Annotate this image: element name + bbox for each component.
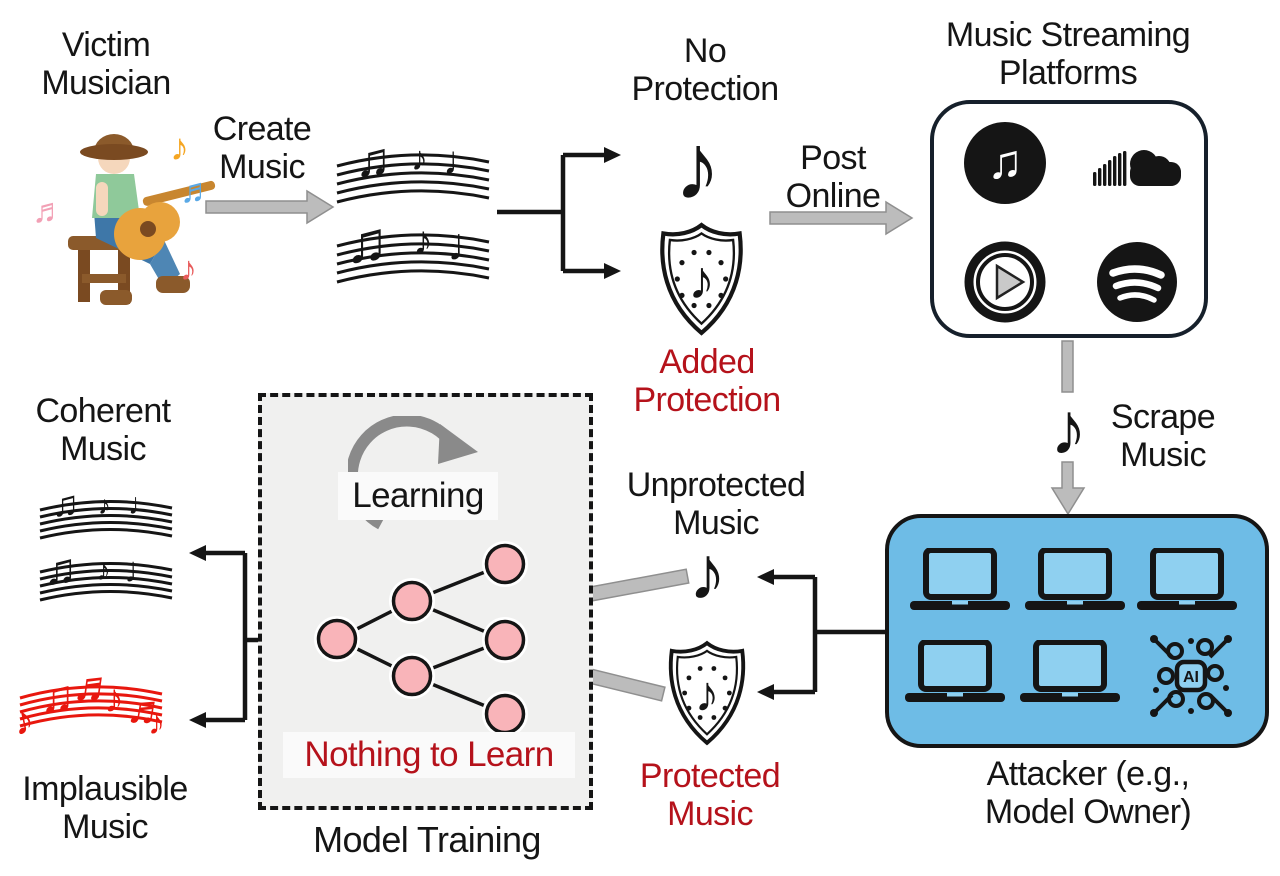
svg-text:♪: ♪ bbox=[695, 666, 720, 722]
nothing-to-learn-label: Nothing to Learn bbox=[304, 735, 554, 775]
ai-chip-icon: AI bbox=[1150, 635, 1232, 717]
svg-text:♬: ♬ bbox=[124, 683, 170, 737]
implausible-sheet-music-icon: ♪ ♫ ♬ ♪ ♬ ♪ bbox=[14, 660, 170, 745]
create-music-arrow bbox=[205, 189, 335, 225]
svg-text:AI: AI bbox=[1183, 669, 1199, 686]
scrape-arrow-lower bbox=[1050, 461, 1086, 516]
svg-text:♩: ♩ bbox=[443, 139, 483, 183]
svg-text:♪: ♪ bbox=[98, 490, 111, 520]
spotify-icon bbox=[1097, 242, 1177, 322]
svg-text:♬: ♬ bbox=[70, 660, 120, 715]
added-protection-label: Added Protection bbox=[633, 343, 781, 420]
protected-shield-mid-icon: ♪ bbox=[668, 640, 746, 746]
apple-music-icon: ♫ bbox=[964, 122, 1046, 204]
no-protection-label: No Protection bbox=[631, 32, 779, 109]
svg-text:♬: ♬ bbox=[180, 172, 214, 210]
svg-text:♪: ♪ bbox=[170, 127, 189, 169]
model-training-label: Model Training bbox=[313, 819, 541, 860]
implausible-music-label: Implausible Music bbox=[22, 770, 188, 847]
laptop-icon bbox=[1137, 548, 1237, 610]
unprotected-note-mid-icon: ♪ bbox=[688, 531, 727, 616]
scrape-note-icon: ♪ bbox=[1050, 387, 1087, 470]
svg-text:♩: ♩ bbox=[447, 218, 493, 270]
apple-music-note: ♫ bbox=[987, 136, 1023, 189]
play-music-icon bbox=[964, 241, 1046, 323]
created-sheet-music-icon: ♫ ♪ ♩ ♫ ♪ ♩ bbox=[336, 134, 493, 284]
victim-musician-label: Victim Musician bbox=[41, 26, 171, 103]
svg-text:♪: ♪ bbox=[104, 677, 124, 721]
svg-text:♪: ♪ bbox=[411, 140, 428, 178]
scrape-music-label: Scrape Music bbox=[1110, 398, 1216, 475]
svg-text:♫: ♫ bbox=[44, 545, 77, 594]
svg-text:♬: ♬ bbox=[32, 192, 66, 230]
svg-text:♪: ♪ bbox=[688, 251, 715, 311]
laptop-icon bbox=[1025, 548, 1125, 610]
svg-text:♩: ♩ bbox=[124, 549, 160, 590]
platforms-box: ♫ bbox=[930, 100, 1208, 338]
protection-shield-icon: ♪ bbox=[660, 222, 743, 336]
svg-text:♫: ♫ bbox=[52, 484, 79, 524]
protected-music-label: Protected Music bbox=[639, 757, 781, 834]
musician-icon: ♬ ♪ ♬ ♪ bbox=[32, 127, 216, 305]
post-online-arrow bbox=[769, 200, 914, 236]
laptop-icon bbox=[910, 548, 1010, 610]
svg-text:♪: ♪ bbox=[148, 704, 165, 742]
coherent-music-label: Coherent Music bbox=[35, 392, 171, 469]
svg-text:♪: ♪ bbox=[413, 219, 433, 263]
attacker-label: Attacker (e.g., Model Owner) bbox=[984, 755, 1192, 832]
svg-text:♫: ♫ bbox=[345, 210, 389, 275]
coherent-sheet-music-icon: ♫ ♪ ♩ ♫ ♪ ♩ bbox=[39, 484, 173, 602]
laptop-icon bbox=[905, 640, 1005, 702]
scrape-arrow-upper bbox=[1061, 340, 1074, 393]
unprotected-note-icon: ♪ bbox=[674, 114, 721, 219]
laptop-icon bbox=[1020, 640, 1120, 702]
learning-band: Learning bbox=[338, 472, 498, 520]
create-music-label: Create Music bbox=[212, 110, 312, 187]
post-online-label: Post Online bbox=[785, 139, 881, 216]
neural-network-icon bbox=[314, 541, 528, 737]
svg-text:♫: ♫ bbox=[40, 670, 75, 722]
soundcloud-icon bbox=[1093, 150, 1181, 186]
platforms-title: Music Streaming Platforms bbox=[945, 16, 1191, 93]
nothing-to-learn-band: Nothing to Learn bbox=[283, 732, 575, 778]
attacker-split-connector bbox=[757, 569, 886, 700]
svg-text:♩: ♩ bbox=[128, 488, 158, 521]
svg-text:♪: ♪ bbox=[180, 250, 197, 288]
learning-label: Learning bbox=[352, 476, 484, 516]
svg-text:♫: ♫ bbox=[355, 134, 391, 187]
unprotected-music-label: Unprotected Music bbox=[626, 466, 806, 543]
svg-text:♪: ♪ bbox=[96, 554, 111, 587]
split-connector bbox=[497, 147, 621, 279]
